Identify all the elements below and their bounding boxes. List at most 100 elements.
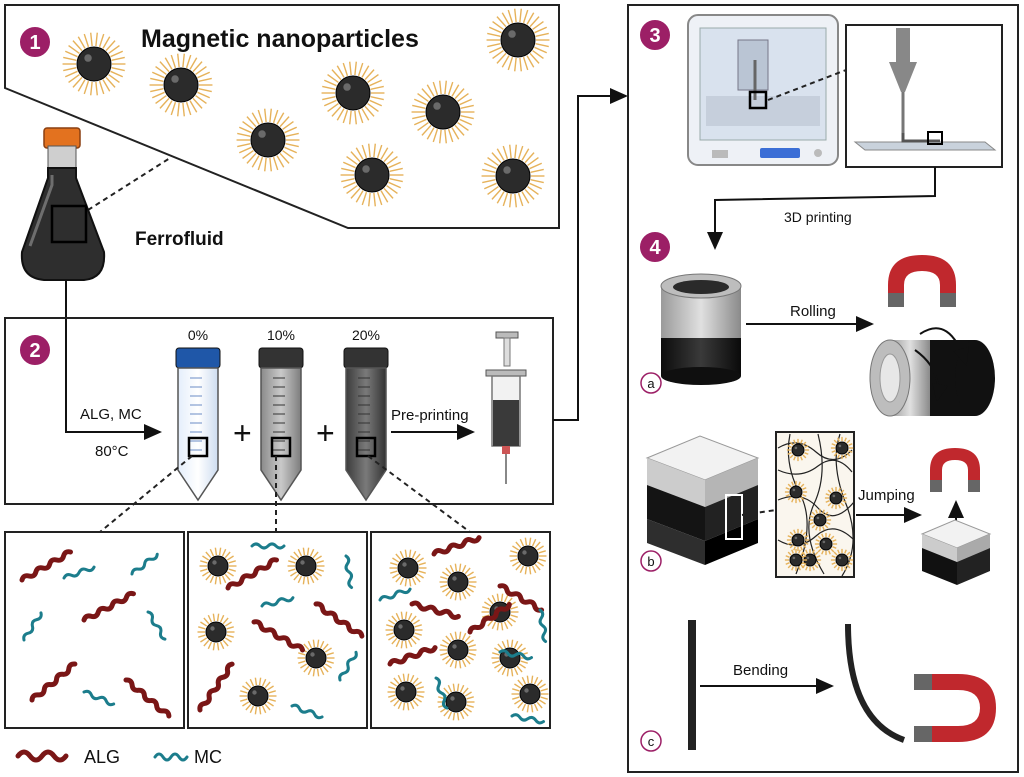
printer-zoom-line [767,69,847,101]
nanoparticle-icon [62,32,126,96]
zoom-link [87,157,171,211]
alg-chain [123,677,172,719]
straight-strip [688,620,696,750]
condition-polymers: ALG, MC [80,406,142,423]
nanoparticle-icon [437,683,475,721]
svg-text:3: 3 [649,25,660,47]
alg-chain [251,619,305,653]
label-c: c [640,730,662,752]
nanoparticle-icon [439,631,477,669]
tube-percent-label: 10% [267,327,295,343]
nanoparticle-icon [199,547,237,585]
nanoparticle-icon [808,508,832,532]
nanoparticle-icon [491,639,529,677]
bending-label: Bending [733,662,788,679]
nanoparticle-icon [389,549,427,587]
plus-sign: + [233,415,252,451]
nanoparticle-icon [297,639,335,677]
nanoparticle-icon [830,548,854,572]
pre-printing-label: Pre-printing [391,407,469,424]
nanoparticle-icon [486,8,550,72]
rolled-sample [869,327,995,417]
jump-zoom-line [741,509,777,516]
nanoparticle-icon [439,563,477,601]
mc-chain [146,610,167,641]
mc-chain [130,552,159,576]
condition-temperature: 80°C [95,443,129,460]
mc-chain [290,703,324,720]
composition-boxes [4,531,551,729]
alg-chain [225,557,279,591]
3d-printer [687,14,839,166]
alg-chain [19,549,73,583]
alg-chain [431,535,482,557]
tube-group: 0%10%20% [175,327,389,502]
nanoparticle-icon [385,611,423,649]
nanoparticle-icon [287,547,325,585]
nanoparticle-icon [239,677,277,715]
nanoparticle-icon [784,548,808,572]
zoom-lines [99,455,471,533]
nanoparticle-icon [340,143,404,207]
mc-chain [82,689,116,707]
panel-3-4-frame [627,4,1019,773]
plus-sign: + [316,415,335,451]
nanoparticle-icon [236,108,300,172]
mc-chain [344,554,354,590]
mc-chain [434,676,449,710]
network-detail [775,431,855,578]
nanoparticle-icon [321,61,385,125]
mc-chain [510,713,546,725]
badge-1: 1 [18,25,52,59]
mc-chain [538,608,548,644]
composition-box-0 [4,531,185,729]
printing-arrow [707,167,936,250]
badge-3: 3 [638,18,672,52]
nanoparticle-icon [149,53,213,117]
nanoparticle-icon [786,438,810,462]
panel-2-frame [4,317,554,505]
legend-mc: MC [194,747,222,767]
nanoparticle-icon [784,480,808,504]
nanoparticle-icon [387,673,425,711]
magnet-icon [914,674,996,742]
mc-chain [260,596,295,608]
flask-to-tube-arrow [65,280,162,440]
mc-legend-swatch [153,752,189,762]
panel-1: 1 Magnetic nanoparticles [4,4,560,229]
panel-2: 2 ALG, MC 80°C 0%10%20% + + Pre-printing [4,317,554,505]
nanoparticle-icon [197,613,235,651]
nanoparticle-icon [824,486,848,510]
badge-2: 2 [18,333,52,367]
alg-chain [497,583,545,613]
nanoparticle-group [62,8,550,208]
svg-text:c: c [648,734,655,749]
svg-text:b: b [647,554,654,569]
nozzle-detail [845,24,1003,168]
printing-label: 3D printing [784,209,852,225]
legend-alg: ALG [84,747,120,767]
label-a: a [640,372,662,394]
magnet-icon [930,448,980,492]
tube-percent-label: 20% [352,327,380,343]
nanoparticle-icon [509,537,547,575]
alg-chain [409,600,461,620]
nanoparticle-icon [411,80,475,144]
to-printing-arrow [553,88,628,421]
alg-chain [467,601,512,635]
bent-strip [845,623,906,743]
magnet-icon [888,255,956,307]
jumping-label: Jumping [858,487,915,504]
svg-text:1: 1 [29,32,40,54]
tube-20pct: 20% [343,327,389,502]
mc-chain [62,565,96,580]
tube-10pct: 10% [258,327,304,502]
alg-chain [387,645,438,667]
nanoparticle-icon [814,532,838,556]
mc-chain [250,542,286,550]
label-b: b [640,550,662,572]
nanoparticle-icon [511,675,549,713]
mc-chain [498,649,534,661]
legend: ALG MC [15,747,222,767]
